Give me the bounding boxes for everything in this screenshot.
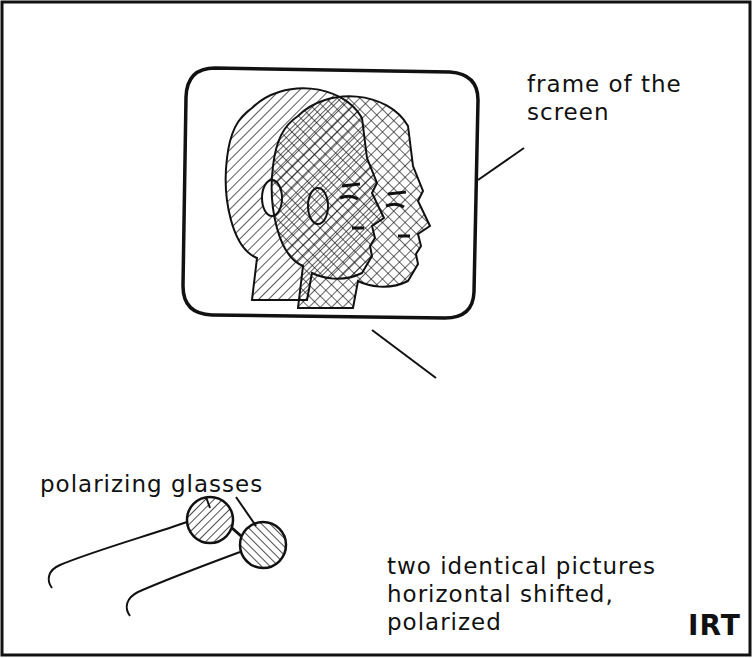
leader-line bbox=[236, 497, 256, 526]
head-outline bbox=[272, 96, 430, 308]
glasses-temple bbox=[127, 552, 240, 616]
leader-line bbox=[478, 148, 524, 180]
watermark: IRT bbox=[688, 612, 741, 640]
screen-frame bbox=[183, 68, 478, 318]
callout-label: polarizing glasses bbox=[40, 470, 263, 498]
polarizing-glasses bbox=[49, 497, 286, 616]
glasses-bridge bbox=[232, 528, 241, 536]
leader-line bbox=[372, 330, 436, 378]
face-features bbox=[386, 192, 410, 236]
ear bbox=[308, 188, 328, 224]
glasses-lens bbox=[187, 497, 233, 543]
head-picture-right bbox=[272, 96, 430, 308]
glasses-temple bbox=[49, 522, 187, 588]
callout-label: frame of the screen bbox=[527, 70, 682, 126]
glasses-lens bbox=[240, 522, 286, 568]
callout-label: two identical pictures horizontal shifte… bbox=[387, 552, 727, 636]
